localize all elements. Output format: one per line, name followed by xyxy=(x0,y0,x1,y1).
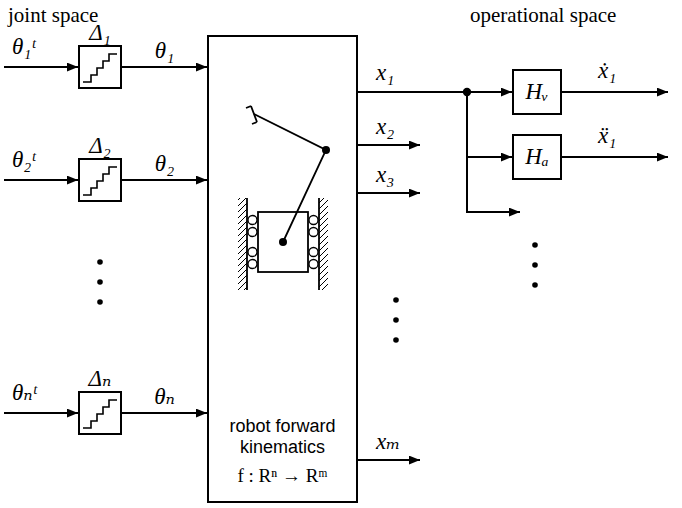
signal-name: xₘ xyxy=(376,429,400,454)
function-signature: f : Rⁿ → Rᵐ xyxy=(237,465,327,487)
filter-label: Hₐ xyxy=(525,144,548,169)
quantizer-symbol xyxy=(83,400,117,428)
ellipsis-dots xyxy=(393,242,538,343)
signal-connector xyxy=(122,179,207,181)
signal-name: θ₂ᵗ xyxy=(12,147,35,172)
signal-name: ẍ₁ xyxy=(598,123,616,148)
output-arrows xyxy=(358,92,668,460)
signal-name: θ₁ xyxy=(155,38,174,63)
signal-name: θ₁ᵗ xyxy=(12,34,35,59)
space-heading: joint space xyxy=(8,4,98,27)
block-title: robot forward kinematics xyxy=(224,416,342,459)
filter-label: Hᵥ xyxy=(525,79,548,104)
signal-name: x₃ xyxy=(376,162,394,187)
ellipsis-dots xyxy=(97,259,103,305)
quantizer-box: Δ₁ xyxy=(78,45,122,89)
signal-name: ẋ₁ xyxy=(598,58,616,83)
quantizer-label: Δₙ xyxy=(89,366,112,391)
signal-name: θₙ xyxy=(154,384,175,409)
quantizer-label: Δ₂ xyxy=(89,133,111,158)
filter-box: Hᵥ xyxy=(512,69,562,115)
signal-connector xyxy=(122,66,207,68)
robot-illustration xyxy=(238,106,330,290)
signal-name: θₙᵗ xyxy=(12,380,36,405)
input-arrows xyxy=(4,67,78,413)
signal-connector xyxy=(358,92,512,157)
signal-connector xyxy=(122,412,207,414)
signal-name: x₁ xyxy=(376,60,394,85)
signal-name: θ₂ xyxy=(155,151,174,176)
kinematics-box: robot forward kinematics f : Rⁿ → Rᵐ xyxy=(207,35,358,503)
quantizer-symbol xyxy=(83,54,117,82)
quantizer-box: Δ₂ xyxy=(78,158,122,202)
signal-name: x₂ xyxy=(376,114,394,139)
filter-box: Hₐ xyxy=(512,134,562,180)
space-heading: operational space xyxy=(470,4,616,27)
quantizer-label: Δ₁ xyxy=(89,20,111,45)
quantizer-box: Δₙ xyxy=(78,391,122,435)
quantizer-symbol xyxy=(83,167,117,195)
